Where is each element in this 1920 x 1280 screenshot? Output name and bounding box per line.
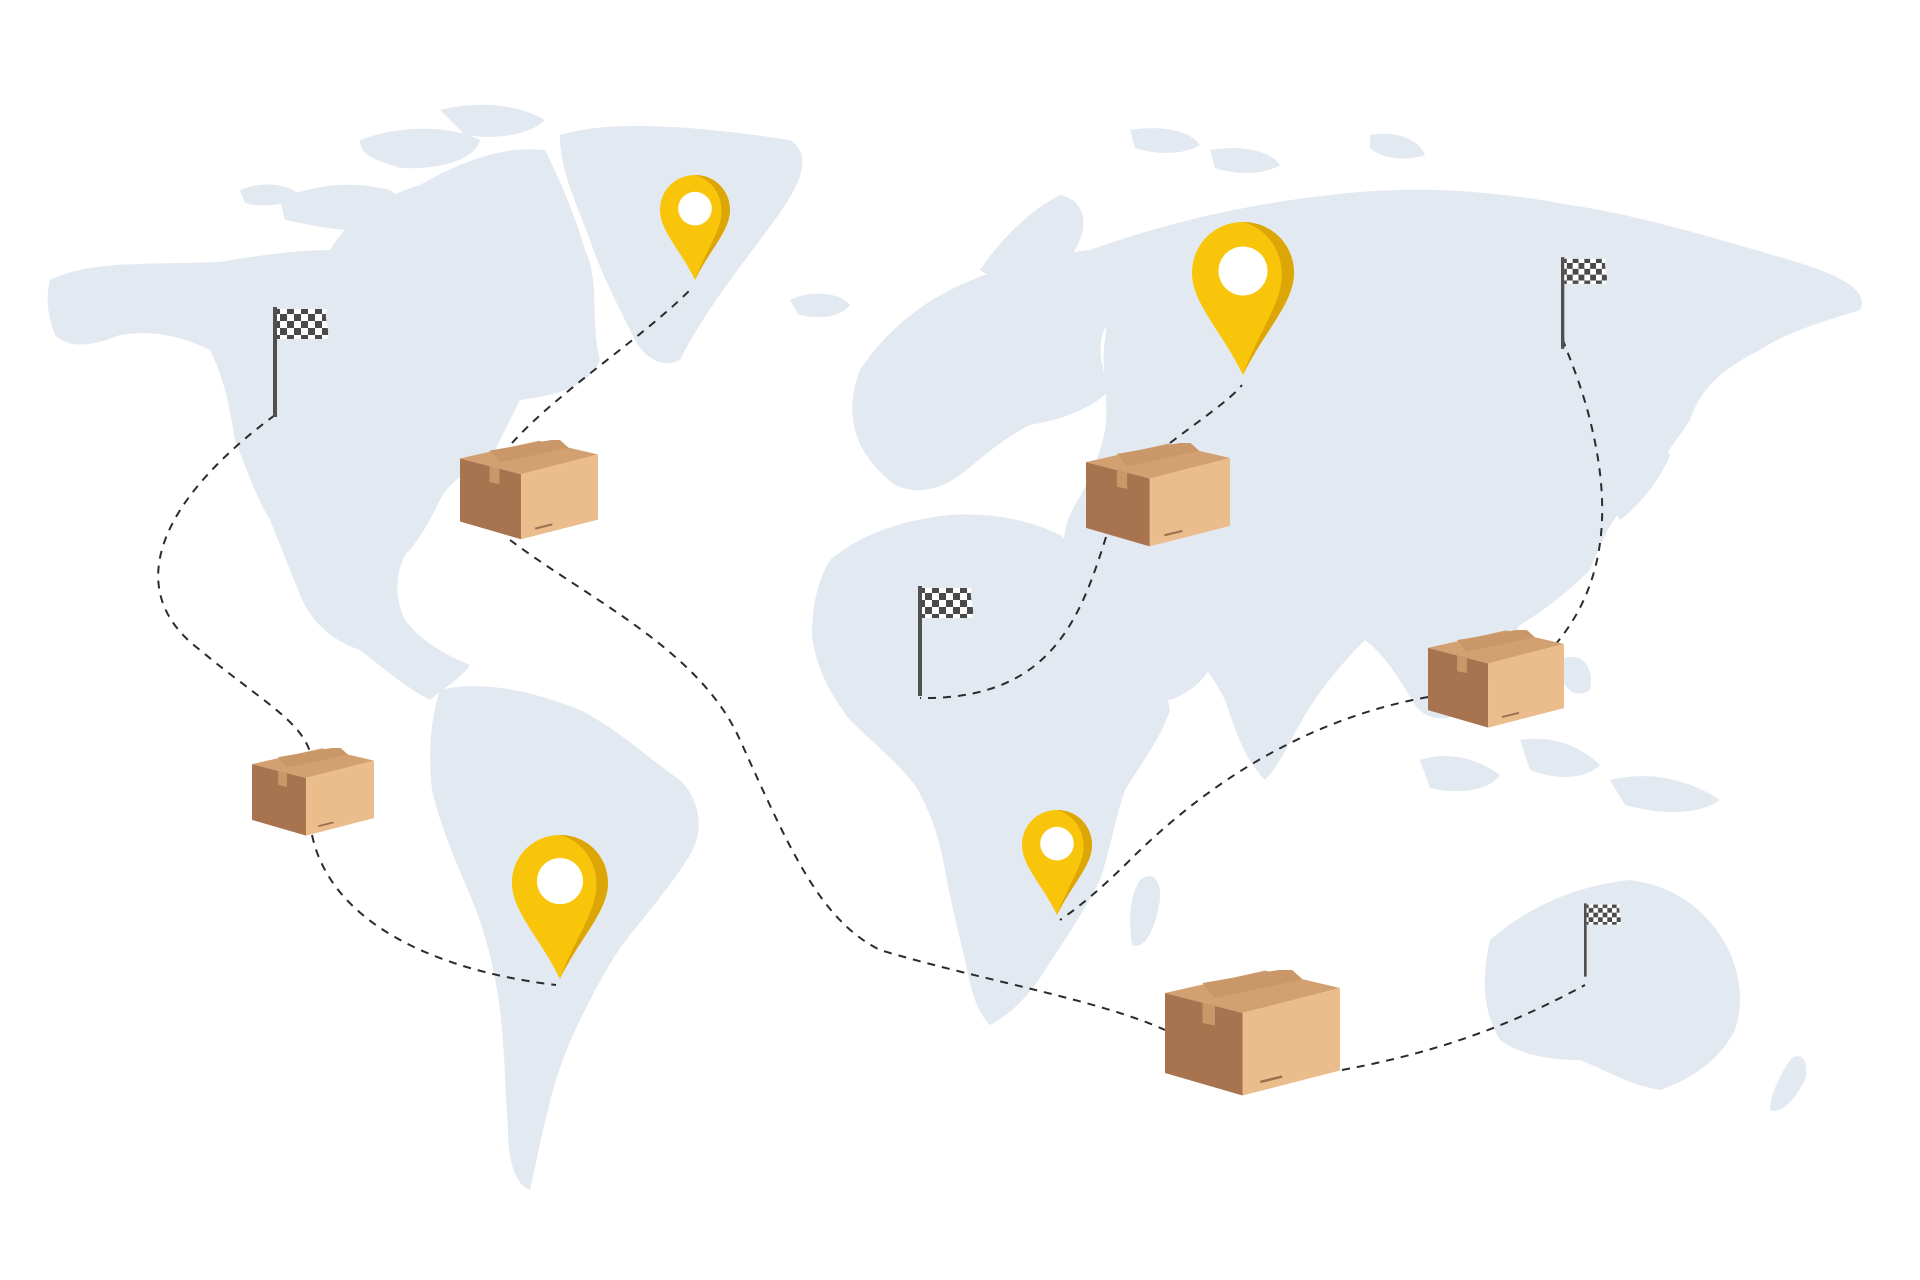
package-box-icon-east-asia[interactable]	[1428, 628, 1564, 728]
continent-australia	[1484, 880, 1740, 1090]
world-landmass	[47, 104, 1862, 1190]
route-south-atlantic-to-australia	[1341, 984, 1586, 1071]
continent-north-america	[47, 149, 600, 701]
package-box-icon-south-atlantic[interactable]	[1165, 968, 1340, 1096]
island-japan	[1612, 447, 1670, 520]
package-box-icon-central-america[interactable]	[252, 747, 374, 836]
island-new-zealand	[1770, 1056, 1807, 1111]
route-central-america-to-south-america	[311, 834, 557, 986]
route-east-asia-to-central-africa	[1059, 696, 1429, 921]
continent-europe	[852, 250, 1121, 491]
route-europe-to-west-africa	[919, 536, 1107, 700]
continent-africa	[812, 514, 1170, 1025]
arctic-islands-russia	[1130, 128, 1425, 173]
island-britain	[899, 344, 935, 390]
islands-southeast-asia	[1420, 656, 1720, 812]
package-box-icon-north-america[interactable]	[460, 439, 598, 540]
region-scandinavia	[980, 195, 1084, 292]
island-iceland	[790, 293, 850, 318]
shipping-routes	[157, 289, 1604, 1071]
arctic-islands	[240, 104, 545, 231]
island-madagascar	[1130, 876, 1161, 946]
route-east-asia-to-siberia	[1554, 339, 1604, 646]
route-north-america-to-south-atlantic	[509, 539, 1166, 1031]
package-box-icon-europe[interactable]	[1086, 442, 1230, 547]
